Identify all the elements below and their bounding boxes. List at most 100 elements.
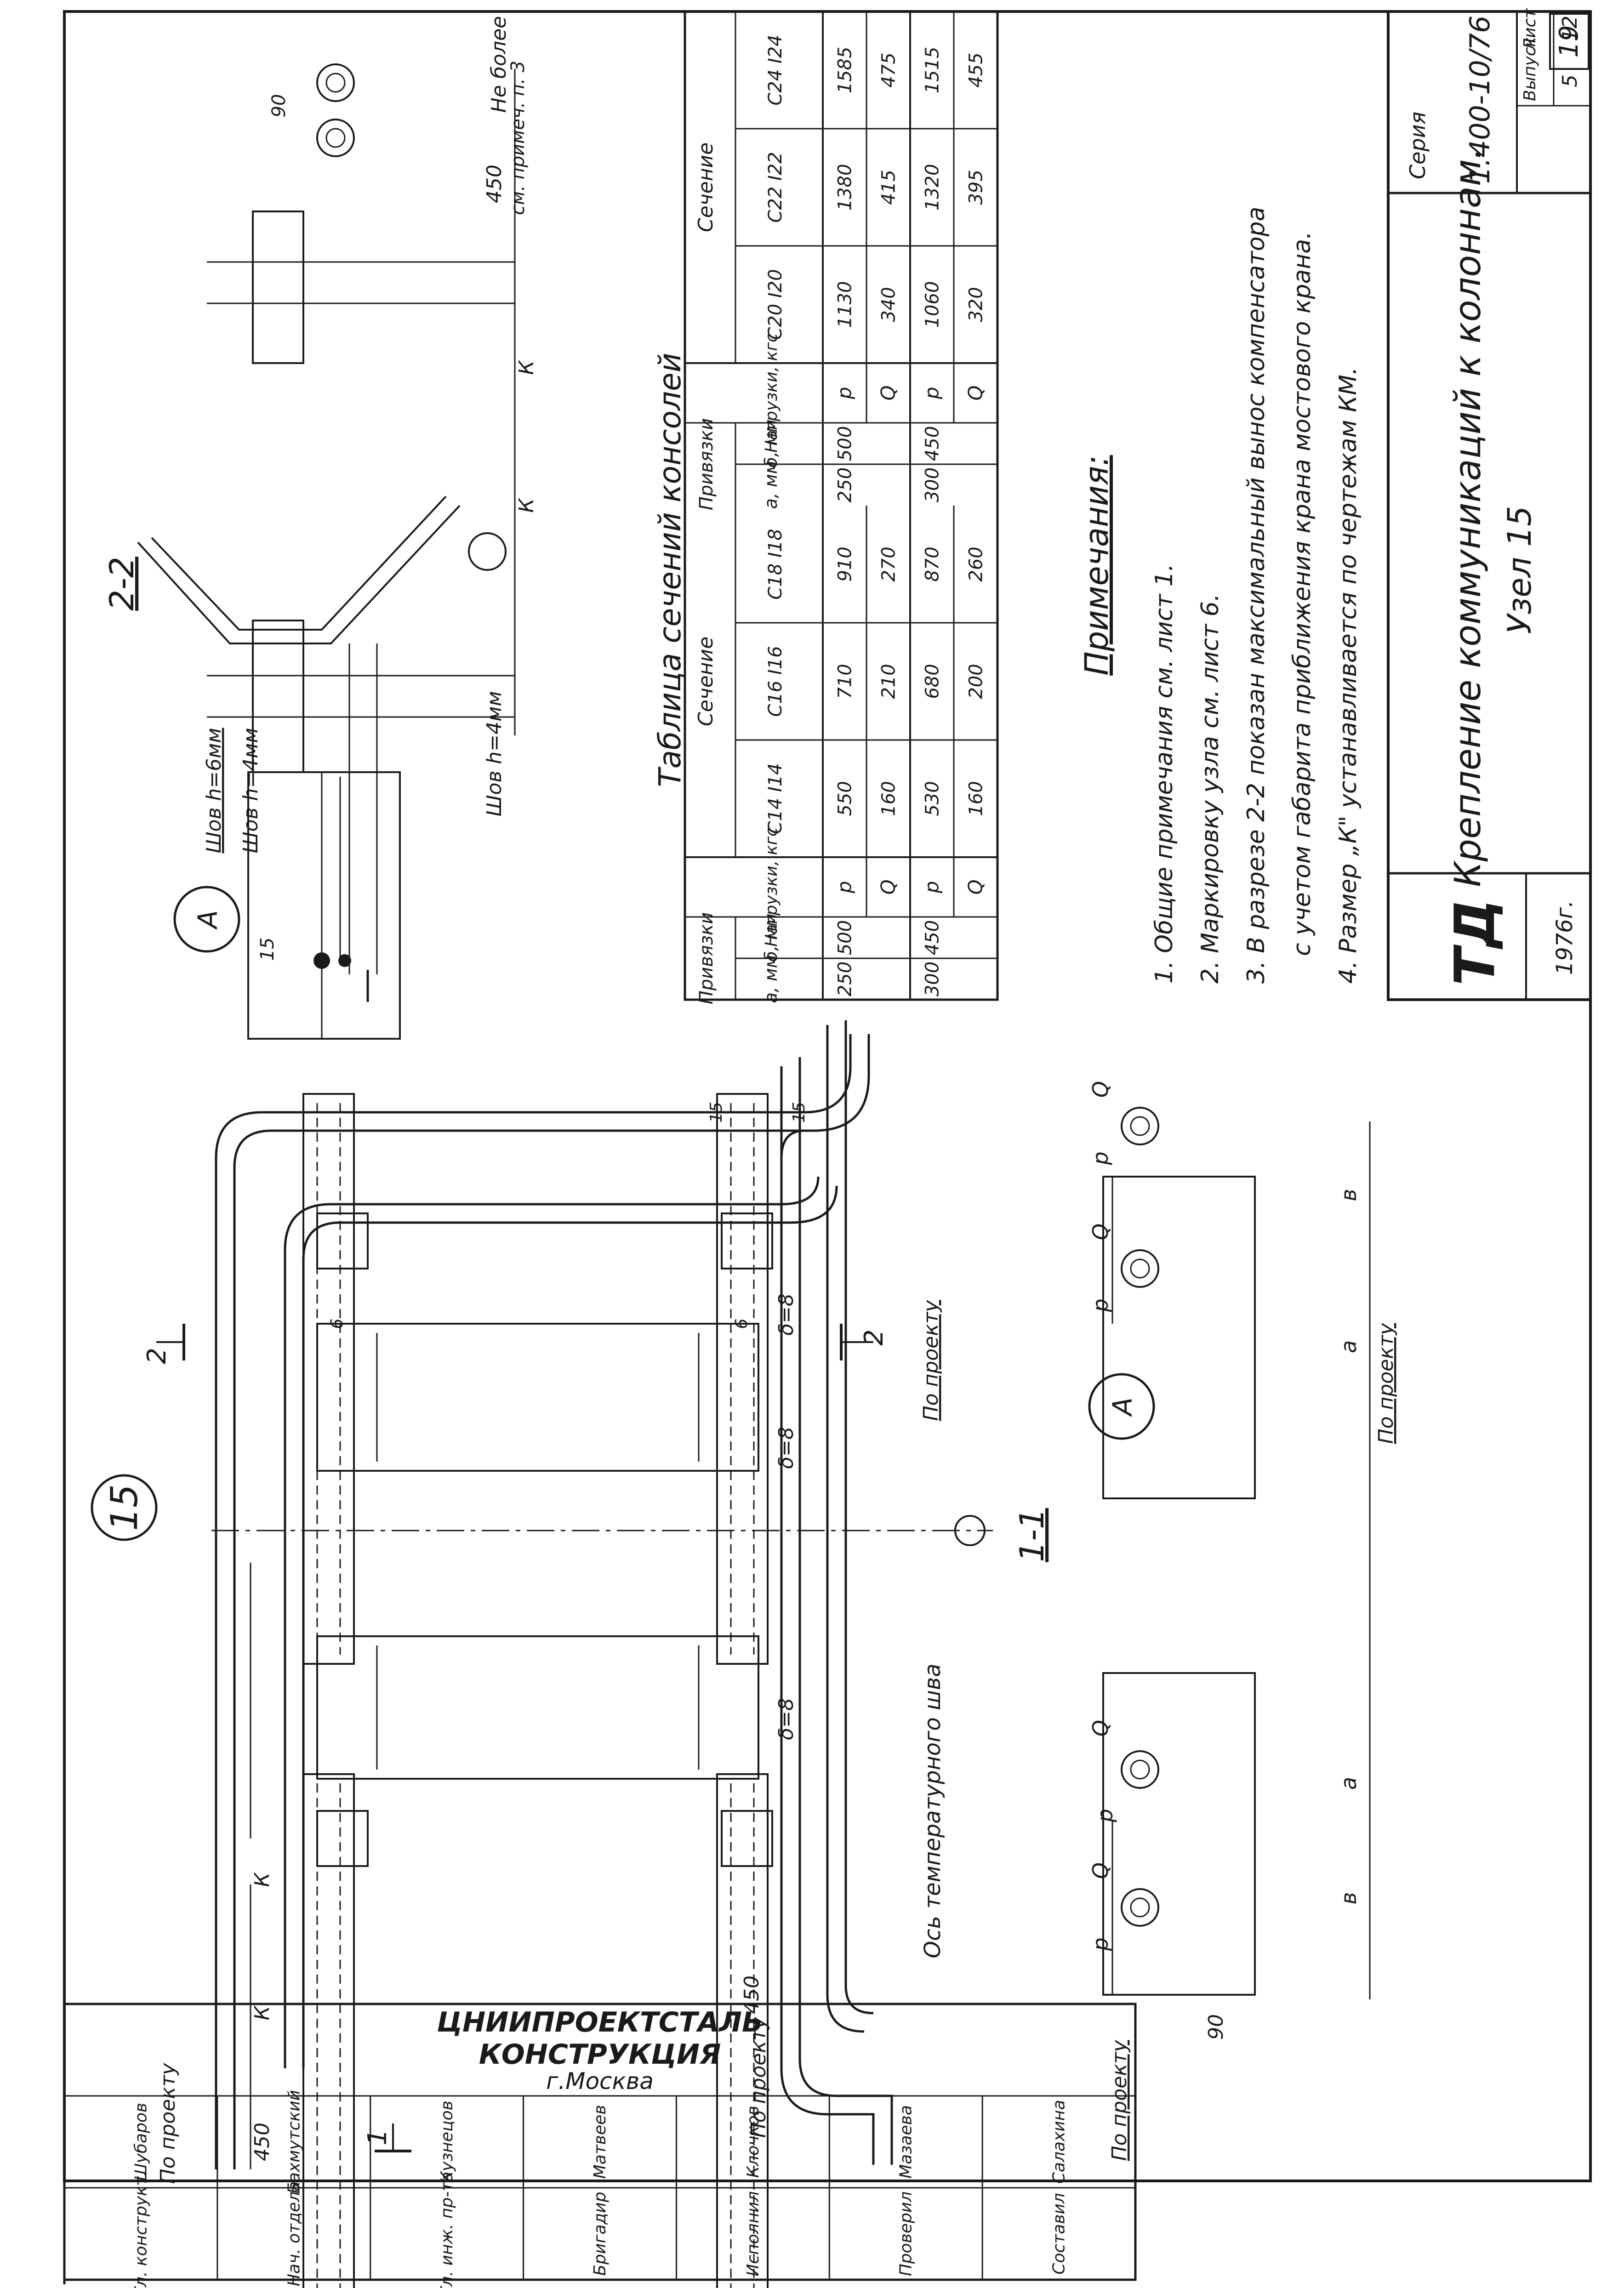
th-b-right: δ, мм: [761, 420, 781, 468]
note-2: 2. Маркировку узла см. лист 6.: [1197, 594, 1224, 984]
ne-bolee-label: Не более: [487, 16, 511, 113]
stamp-org-line1: КОНСТРУКЦИЯ: [479, 2038, 721, 2071]
cell-val-right-2-0: 1060: [922, 281, 943, 328]
sheet-value: 12: [1558, 16, 1582, 41]
note-3-cont: с учетом габарита приближения крана мост…: [1288, 231, 1316, 956]
stamp-name-5: Мазаева: [897, 2105, 916, 2179]
dim-450-22: 450: [483, 165, 506, 203]
cell-a-left-0: 250: [835, 962, 856, 996]
cell-load-right-2: р: [921, 387, 943, 400]
dim-450-bottom: 450: [740, 1975, 764, 2014]
dim-k-1: К: [251, 2005, 274, 2020]
dim-15-2: 15: [790, 1102, 809, 1123]
td-logo: ТД: [1443, 899, 1507, 986]
cell-a-right-0: 250: [835, 467, 856, 502]
cell-a-right-2: 300: [922, 467, 943, 502]
th-load-right: Нагрузки, кгс: [762, 333, 781, 453]
th-sechenie-left: Сечение: [694, 637, 718, 726]
cell-load-left-1: Q: [877, 879, 900, 894]
section-mark-1-top: 1: [363, 2129, 393, 2146]
cell-load-right-0: р: [833, 387, 856, 400]
load-p-1: р: [1088, 1937, 1113, 1951]
cell-val-left-3-1: 200: [966, 664, 987, 699]
cell-val-left-2-0: 530: [922, 781, 943, 816]
detail-a-label-upper: А: [192, 910, 223, 930]
cell-load-left-3: Q: [964, 879, 987, 894]
dim-k-2: К: [251, 1872, 274, 1887]
cell-val-left-1-1: 210: [878, 664, 900, 699]
cell-b-right-2: 450: [922, 426, 943, 461]
cell-val-right-3-2: 455: [966, 52, 987, 87]
th-sechenie-right: Сечение: [694, 142, 718, 232]
section-2-2-view: [137, 63, 516, 773]
cell-val-right-0-2: 1585: [835, 47, 856, 94]
stamp-name-4: Клочков: [744, 2106, 763, 2178]
issue-label: Выпуск: [1521, 37, 1539, 101]
stamp-role-1: Нач. отдела: [285, 2181, 303, 2286]
cell-load-right-3: Q: [964, 385, 987, 400]
detail-a-label-lower: А: [1107, 1397, 1138, 1417]
cell-val-left-2-1: 680: [922, 664, 943, 699]
cell-load-left-0: р: [833, 881, 856, 894]
stamp-role-6: Составил: [1050, 2193, 1069, 2275]
dim-6-1: 6: [328, 1319, 347, 1329]
cell-val-right-1-1: 415: [878, 170, 900, 205]
weld-4mm-label-b: Шов h=4мм: [483, 691, 506, 816]
cell-val-right-0-0: 1130: [835, 281, 856, 328]
dim-15-detail: 15: [257, 938, 278, 961]
weld-4mm-label-a: Шов h=4мм: [239, 728, 262, 853]
po-proektu-label-4: По проекту: [1374, 1323, 1398, 1444]
cell-b-left-0: 500: [835, 920, 856, 955]
th-b-left: δ, мм: [761, 914, 781, 962]
series-label: Серия: [1405, 112, 1430, 179]
sm-primech-label: см. примеч. п. 3: [507, 61, 529, 215]
cell-b-right-0: 500: [835, 426, 856, 461]
dim-b-2: в: [1336, 1189, 1361, 1201]
po-proektu-label-3: По проекту: [747, 2017, 770, 2138]
load-q-1: Q: [1088, 1862, 1113, 1879]
cell-b-left-2: 450: [922, 920, 943, 955]
section-mark-2-bottom: 2: [859, 1329, 889, 1346]
page-number: 19: [1554, 25, 1584, 57]
stamp-name-6: Салахина: [1050, 2100, 1069, 2184]
note-1: 1. Общие примечания см. лист 1.: [1151, 563, 1178, 984]
weld-6mm-label: Шов h=6мм: [202, 728, 226, 853]
node-marker: 15: [91, 1474, 158, 1541]
cell-val-left-0-2: 910: [835, 546, 856, 581]
note-4: 4. Размер „К" устанавливается по чертежа…: [1334, 367, 1362, 984]
sheet-label: Лист: [1521, 8, 1539, 51]
drawing-title: Крепление коммуникаций к колоннам.: [1447, 148, 1489, 887]
th-load-left: Нагрузки, кгс: [762, 827, 781, 947]
page-number-box: 19: [1549, 13, 1590, 70]
cell-a-left-2: 300: [922, 962, 943, 996]
cell-val-right-1-2: 475: [878, 52, 900, 87]
th-privyazki-right: Привязки: [696, 418, 717, 511]
title-block: [1387, 10, 1592, 1001]
th-col-right-0: С20 I20: [765, 269, 786, 340]
po-proektu-label-1: По проекту: [919, 1300, 943, 1421]
note-3: 3. В разрезе 2-2 показан максимальный вы…: [1242, 207, 1270, 984]
stamp-role-3: Бригадир: [591, 2191, 610, 2276]
cell-load-right-1: Q: [877, 385, 900, 400]
load-q-2: Q: [1088, 1720, 1113, 1736]
stamp-role-2: Гл. инж. пр-та: [438, 2172, 456, 2288]
stamp-name-0: Шубаров: [131, 2103, 150, 2181]
section-1-1-label: 1-1: [1013, 1508, 1051, 1562]
stamp-org-top: ЦНИИПРОЕКТСТАЛЬ: [437, 2006, 763, 2038]
node-number: 15: [103, 1484, 146, 1531]
dim-b-1: в: [1336, 1892, 1361, 1904]
th-col-right-1: С22 I22: [765, 152, 786, 222]
stamp-role-5: Проверил: [897, 2191, 916, 2277]
stamp-org-line2: г.Москва: [546, 2068, 654, 2094]
cell-val-right-2-1: 1320: [922, 164, 943, 211]
load-q-3: Q: [1088, 1224, 1113, 1240]
cell-val-left-1-2: 270: [878, 546, 900, 581]
dim-a-1: а: [1336, 1777, 1361, 1790]
cell-val-right-2-2: 1515: [922, 47, 943, 94]
cell-val-left-0-1: 710: [835, 664, 856, 699]
cell-val-right-0-1: 1380: [835, 164, 856, 211]
